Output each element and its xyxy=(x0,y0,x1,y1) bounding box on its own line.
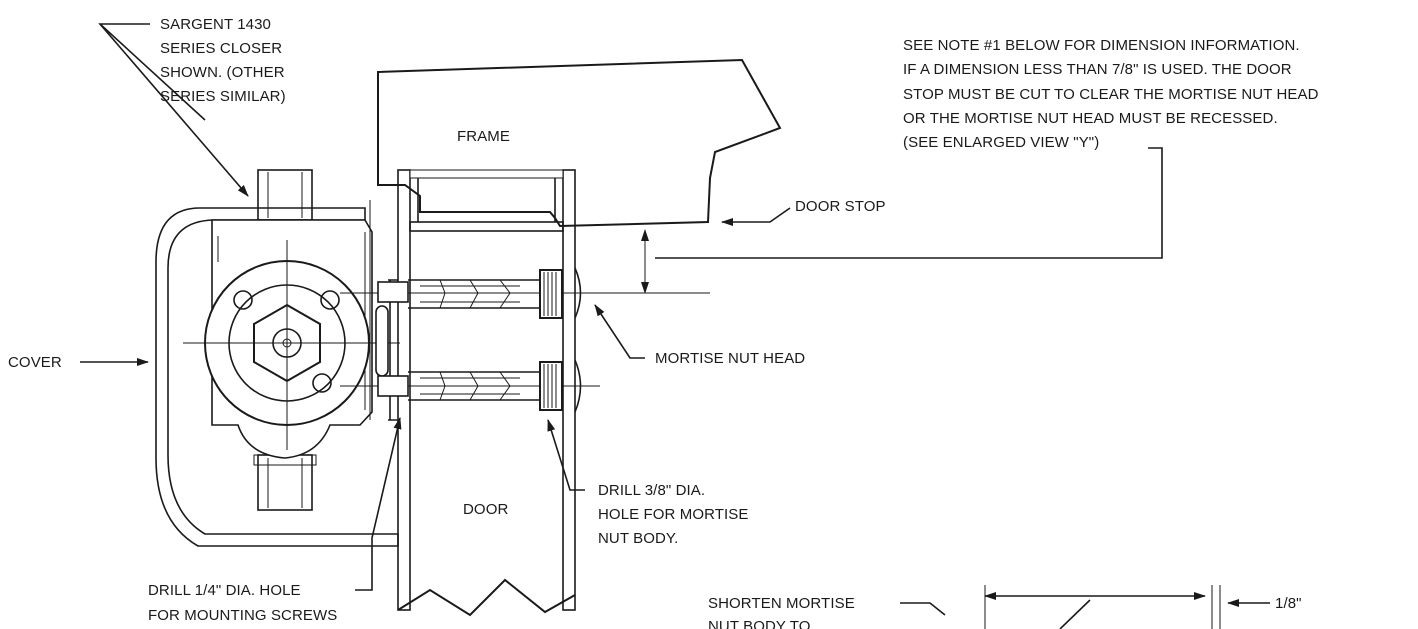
drill-38-line-3: NUT BODY. xyxy=(598,530,678,547)
closer-body xyxy=(155,169,400,547)
closer-note-line-4: SERIES SIMILAR) xyxy=(160,88,286,105)
door-stop-label: DOOR STOP xyxy=(795,198,886,215)
closer-note: SARGENT 1430 SERIES CLOSER SHOWN. (OTHER… xyxy=(160,16,286,105)
leader-lines xyxy=(80,23,1270,629)
closer-note-line-1: SARGENT 1430 xyxy=(160,16,271,33)
dimension-note-line-3: STOP MUST BE CUT TO CLEAR THE MORTISE NU… xyxy=(903,86,1319,103)
door-label: DOOR xyxy=(463,501,508,518)
drill-38-note: DRILL 3/8" DIA. HOLE FOR MORTISE NUT BOD… xyxy=(598,482,749,547)
lower-mortise-bolt xyxy=(340,359,600,413)
dimension-note-line-1: SEE NOTE #1 BELOW FOR DIMENSION INFORMAT… xyxy=(903,37,1300,54)
closer-note-line-3: SHOWN. (OTHER xyxy=(160,64,285,81)
drill-14-note: DRILL 1/4" DIA. HOLE FOR MOUNTING SCREWS xyxy=(148,582,337,624)
frame-label: FRAME xyxy=(457,128,510,145)
dimension-note-line-2: IF A DIMENSION LESS THAN 7/8" IS USED. T… xyxy=(903,61,1292,78)
drill-38-line-1: DRILL 3/8" DIA. xyxy=(598,482,705,499)
drill-14-line-2: FOR MOUNTING SCREWS xyxy=(148,607,337,624)
drill-38-line-2: HOLE FOR MORTISE xyxy=(598,506,749,523)
eighth-inch-label: 1/8" xyxy=(1275,595,1302,612)
shorten-line-2: NUT BODY TO xyxy=(708,618,811,629)
shorten-note: SHORTEN MORTISE NUT BODY TO xyxy=(708,595,855,629)
upper-mortise-bolt xyxy=(340,267,600,319)
mortise-nut-head-label: MORTISE NUT HEAD xyxy=(655,350,805,367)
door-stop-dimension xyxy=(590,147,1163,294)
frame-outline xyxy=(377,58,782,228)
dimension-note: SEE NOTE #1 BELOW FOR DIMENSION INFORMAT… xyxy=(903,37,1319,151)
dimension-note-line-4: OR THE MORTISE NUT HEAD MUST BE RECESSED… xyxy=(903,110,1278,127)
closer-note-line-2: SERIES CLOSER xyxy=(160,40,282,57)
drill-14-line-1: DRILL 1/4" DIA. HOLE xyxy=(148,582,301,599)
cover-label: COVER xyxy=(8,354,62,371)
door-section xyxy=(397,169,576,617)
shorten-line-1: SHORTEN MORTISE xyxy=(708,595,855,612)
dimension-note-line-5: (SEE ENLARGED VIEW "Y") xyxy=(903,134,1099,151)
